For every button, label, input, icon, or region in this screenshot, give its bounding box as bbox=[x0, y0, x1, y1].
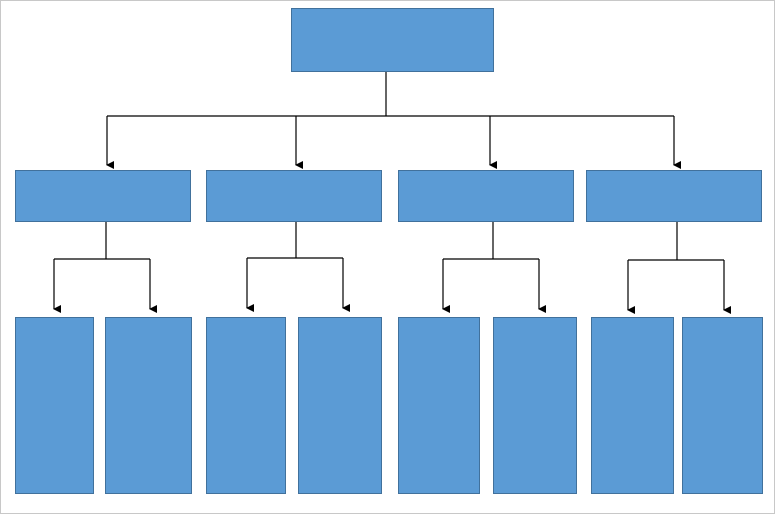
level2-node-2 bbox=[206, 170, 382, 222]
leaf-node-4a bbox=[591, 317, 674, 494]
leaf-node-1a bbox=[15, 317, 94, 494]
root-node bbox=[291, 8, 494, 72]
leaf-node-3b bbox=[493, 317, 577, 494]
level2-node-1 bbox=[15, 170, 191, 222]
level2-node-4 bbox=[586, 170, 762, 222]
leaf-node-3a bbox=[398, 317, 480, 494]
level2-node-3 bbox=[398, 170, 574, 222]
leaf-node-1b bbox=[105, 317, 192, 494]
leaf-node-2b bbox=[298, 317, 382, 494]
leaf-node-4b bbox=[682, 317, 763, 494]
leaf-node-2a bbox=[206, 317, 286, 494]
